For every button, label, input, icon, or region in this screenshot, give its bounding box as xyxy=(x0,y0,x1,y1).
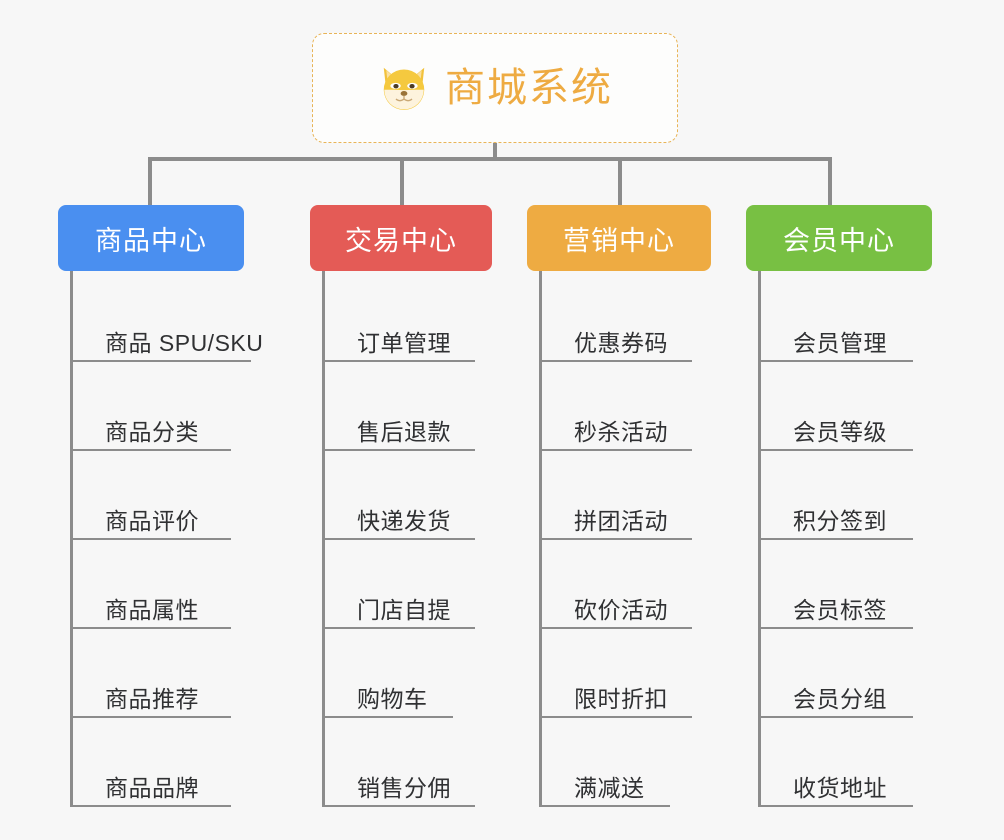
category-header-trade-center[interactable]: 交易中心 xyxy=(310,205,492,271)
category-title: 交易中心 xyxy=(345,225,457,256)
leaf-list-member-center: 会员管理 会员等级 积分签到 会员标签 会员分组 收货地址 xyxy=(758,271,932,807)
leaf-label: 会员标签 xyxy=(793,596,887,623)
leaf-item[interactable]: 销售分佣 xyxy=(325,718,475,807)
leaf-item[interactable]: 秒杀活动 xyxy=(542,362,692,451)
leaf-label: 售后退款 xyxy=(357,418,451,445)
root-node[interactable]: 商城系统 xyxy=(312,33,678,143)
leaf-label: 订单管理 xyxy=(357,329,451,356)
category-header-marketing-center[interactable]: 营销中心 xyxy=(527,205,711,271)
leaf-list-trade-center: 订单管理 售后退款 快递发货 门店自提 购物车 销售分佣 xyxy=(322,271,492,807)
leaf-item[interactable]: 订单管理 xyxy=(325,273,475,362)
leaf-item[interactable]: 商品分类 xyxy=(73,362,231,451)
leaf-label: 销售分佣 xyxy=(357,774,451,801)
leaf-item[interactable]: 快递发货 xyxy=(325,451,475,540)
leaf-item[interactable]: 商品推荐 xyxy=(73,629,231,718)
category-header-product-center[interactable]: 商品中心 xyxy=(58,205,244,271)
leaf-item[interactable]: 拼团活动 xyxy=(542,451,692,540)
shiba-dog-icon xyxy=(377,61,431,115)
category-header-member-center[interactable]: 会员中心 xyxy=(746,205,932,271)
leaf-item[interactable]: 会员管理 xyxy=(761,273,913,362)
leaf-list-marketing-center: 优惠券码 秒杀活动 拼团活动 砍价活动 限时折扣 满减送 xyxy=(539,271,711,807)
leaf-label: 商品属性 xyxy=(105,596,199,623)
leaf-label: 满减送 xyxy=(574,774,645,801)
connector-root-stem xyxy=(493,143,497,160)
leaf-label: 门店自提 xyxy=(357,596,451,623)
branch-marketing-center: 营销中心 优惠券码 秒杀活动 拼团活动 砍价活动 限时折扣 满减送 xyxy=(527,205,711,807)
leaf-item[interactable]: 砍价活动 xyxy=(542,540,692,629)
leaf-item[interactable]: 商品品牌 xyxy=(73,718,231,807)
leaf-item[interactable]: 收货地址 xyxy=(761,718,913,807)
leaf-list-product-center: 商品 SPU/SKU 商品分类 商品评价 商品属性 商品推荐 商品品牌 xyxy=(70,271,263,807)
branch-product-center: 商品中心 商品 SPU/SKU 商品分类 商品评价 商品属性 商品推荐 商品品牌 xyxy=(58,205,263,807)
leaf-item[interactable]: 满减送 xyxy=(542,718,670,807)
branch-member-center: 会员中心 会员管理 会员等级 积分签到 会员标签 会员分组 收货地址 xyxy=(746,205,932,807)
leaf-label: 限时折扣 xyxy=(574,685,668,712)
leaf-item[interactable]: 会员标签 xyxy=(761,540,913,629)
root-title: 商城系统 xyxy=(445,66,613,110)
leaf-item[interactable]: 门店自提 xyxy=(325,540,475,629)
leaf-label: 商品评价 xyxy=(105,507,199,534)
leaf-label: 优惠券码 xyxy=(574,329,668,356)
leaf-label: 购物车 xyxy=(357,685,428,712)
connector-horizontal-bus xyxy=(148,157,832,161)
leaf-label: 商品分类 xyxy=(105,418,199,445)
leaf-label: 秒杀活动 xyxy=(574,418,668,445)
category-title: 商品中心 xyxy=(95,225,207,256)
leaf-item[interactable]: 商品评价 xyxy=(73,451,231,540)
leaf-item[interactable]: 购物车 xyxy=(325,629,453,718)
leaf-item[interactable]: 限时折扣 xyxy=(542,629,692,718)
leaf-label: 会员等级 xyxy=(793,418,887,445)
leaf-item[interactable]: 积分签到 xyxy=(761,451,913,540)
connector-drop-product-center xyxy=(148,157,152,205)
leaf-item[interactable]: 售后退款 xyxy=(325,362,475,451)
leaf-label: 会员管理 xyxy=(793,329,887,356)
leaf-label: 快递发货 xyxy=(357,507,451,534)
leaf-label: 商品 SPU/SKU xyxy=(105,329,264,356)
leaf-label: 商品品牌 xyxy=(105,774,199,801)
connector-drop-member-center xyxy=(828,157,832,205)
leaf-item[interactable]: 会员分组 xyxy=(761,629,913,718)
leaf-item[interactable]: 会员等级 xyxy=(761,362,913,451)
leaf-label: 会员分组 xyxy=(793,685,887,712)
leaf-item[interactable]: 优惠券码 xyxy=(542,273,692,362)
leaf-label: 收货地址 xyxy=(793,774,887,801)
branch-trade-center: 交易中心 订单管理 售后退款 快递发货 门店自提 购物车 销售分佣 xyxy=(310,205,492,807)
leaf-label: 积分签到 xyxy=(793,507,887,534)
category-title: 营销中心 xyxy=(563,225,675,256)
leaf-label: 拼团活动 xyxy=(574,507,668,534)
category-title: 会员中心 xyxy=(783,225,895,256)
leaf-item[interactable]: 商品属性 xyxy=(73,540,231,629)
leaf-label: 砍价活动 xyxy=(574,596,668,623)
leaf-item[interactable]: 商品 SPU/SKU xyxy=(73,273,263,362)
connector-drop-marketing-center xyxy=(618,157,622,205)
leaf-label: 商品推荐 xyxy=(105,685,199,712)
connector-drop-trade-center xyxy=(400,157,404,205)
